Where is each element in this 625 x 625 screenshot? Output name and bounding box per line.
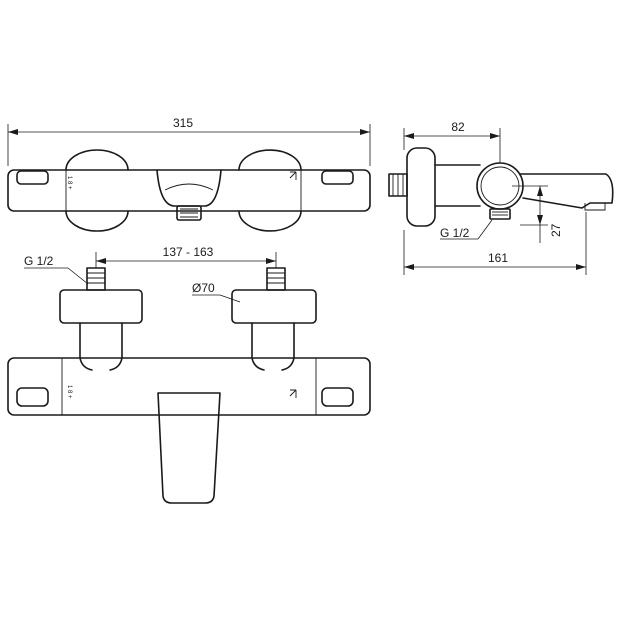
- front-right-neck: [251, 322, 295, 371]
- front-scale-mark: 1 8 +: [66, 385, 72, 399]
- top-spout-nut: [176, 205, 202, 221]
- side-spout: [519, 173, 614, 209]
- dim-side-depth: 82: [451, 120, 465, 134]
- top-safety-mark: [289, 171, 297, 180]
- front-left-thread: [86, 267, 106, 291]
- top-right-grip: [321, 170, 354, 185]
- top-left-grip: [16, 170, 49, 185]
- dim-outlet-height: 27: [549, 223, 563, 237]
- dim-overall-length: 315: [173, 116, 193, 130]
- top-view: 1 8 + 315: [7, 116, 371, 232]
- label-side-thread: G 1/2: [440, 226, 470, 240]
- top-body: [7, 169, 371, 212]
- top-scale-mark: 1 8 +: [66, 176, 72, 190]
- dim-side-total-depth: 161: [488, 251, 508, 265]
- front-left-neck: [79, 322, 123, 371]
- front-view: 1 8 + 137 - 163 G 1/2 Ø70: [7, 245, 371, 504]
- dim-inlet-centers: 137 - 163: [163, 245, 214, 259]
- top-right-flange: [238, 149, 302, 232]
- front-right-flange: [231, 289, 317, 324]
- front-safety-mark: [289, 389, 297, 398]
- label-inlet-thread: G 1/2: [24, 254, 54, 268]
- side-body: [434, 164, 481, 207]
- top-left-flange: [65, 149, 129, 232]
- label-flange-diameter: Ø70: [192, 281, 215, 295]
- front-body: [7, 357, 371, 416]
- front-left-flange: [59, 289, 143, 324]
- front-right-thread: [266, 267, 286, 291]
- side-flange: [406, 147, 436, 227]
- side-view: 82 27 G 1/2 161: [388, 120, 614, 275]
- front-left-grip: [16, 387, 49, 407]
- side-nut: [489, 208, 511, 220]
- front-right-grip: [321, 387, 354, 407]
- front-spout: [157, 392, 221, 504]
- top-spout: [156, 169, 222, 207]
